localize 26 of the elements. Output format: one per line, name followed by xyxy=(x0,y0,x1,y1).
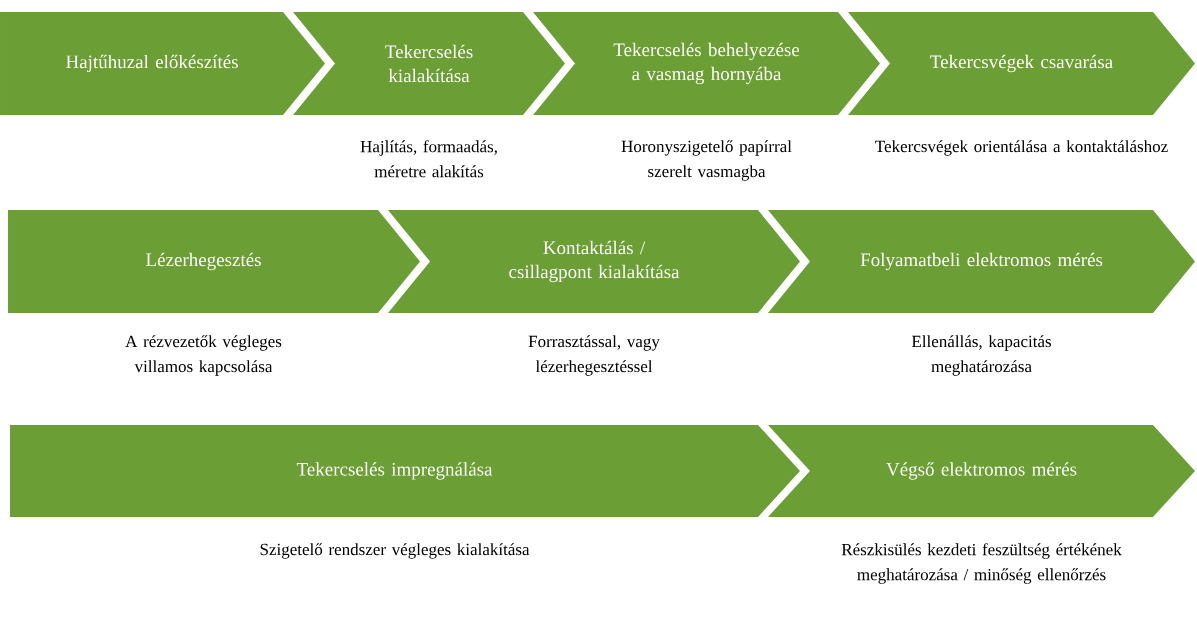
node-label: Lézerhegesztés xyxy=(146,252,261,271)
step-description: Részkisülés kezdeti feszültség értékének meghatározása / minőség ellenőrzés xyxy=(841,543,1122,584)
chevron-step: Tekercsvégek csavarása xyxy=(848,12,1195,115)
step-description: Tekercsvégek orientálása a kontaktáláshoz xyxy=(875,140,1168,156)
chevron-step: Tekercselés kialakítása xyxy=(293,12,565,115)
node-label: Tekercselés kialakítása xyxy=(385,44,473,83)
node-label: Kontaktálás / csillagpont kialakítása xyxy=(509,240,680,283)
node-label: Tekercsvégek csavarása xyxy=(930,54,1113,73)
chevron-step: Lézerhegesztés xyxy=(8,210,420,313)
chevron-step: Folyamatbeli elektromos mérés xyxy=(768,210,1195,313)
chevron-step: Tekercselés behelyezése a vasmag hornyába xyxy=(533,12,880,115)
step-description: Horonyszigetelő papírral szerelt vasmagba xyxy=(621,140,792,181)
chevron-step: Tekercselés impregnálása xyxy=(10,425,800,517)
node-label: Végső elektromos mérés xyxy=(886,462,1077,480)
step-description: A rézvezetők végleges villamos kapcsolása xyxy=(125,335,282,376)
chevron-step: Kontaktálás / csillagpont kialakítása xyxy=(388,210,800,313)
chevron-step: Végső elektromos mérés xyxy=(768,425,1195,517)
node-label: Folyamatbeli elektromos mérés xyxy=(860,252,1103,271)
node-label: Tekercselés behelyezése a vasmag hornyába xyxy=(613,42,800,85)
step-description: Szigetelő rendszer végleges kialakítása xyxy=(260,543,530,559)
chevron-step: Hajtűhuzal előkészítés xyxy=(0,12,325,115)
step-description: Hajlítás, formaadás, méretre alakítás xyxy=(360,140,497,178)
step-description: Ellenállás, kapacitás meghatározása xyxy=(911,335,1051,376)
step-description: Forrasztással, vagy lézerhegesztéssel xyxy=(528,335,660,376)
node-label: Tekercselés impregnálása xyxy=(296,462,493,480)
node-label: Hajtűhuzal előkészítés xyxy=(66,54,238,73)
